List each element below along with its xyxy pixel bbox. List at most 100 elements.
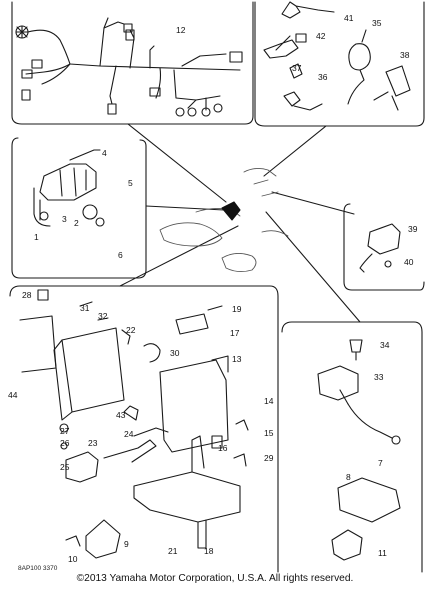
connector: [229, 51, 243, 63]
part-code-label: 8AP100 3370: [18, 565, 58, 572]
leader-line: [265, 211, 361, 323]
sensor-39: [367, 223, 401, 255]
connector: [149, 87, 161, 97]
wire-harness-12: [15, 17, 241, 111]
callout-label: 1: [34, 232, 39, 242]
connector: [21, 69, 33, 79]
part-29: [233, 453, 247, 467]
callout-label: 9: [124, 539, 129, 549]
panel-frame-sensor: [343, 203, 425, 291]
callout-label: 41: [344, 13, 354, 23]
part-22: [121, 329, 131, 345]
part-34: [349, 339, 363, 361]
part-4: [69, 149, 101, 161]
ignition-coil-33: [317, 365, 359, 405]
callout-label: 18: [204, 546, 214, 556]
panel-frame-switches: [254, 1, 425, 127]
switch-41-lower: [263, 35, 299, 59]
part-40: [384, 260, 392, 268]
part-38: [373, 65, 411, 111]
part-36: [283, 91, 323, 111]
part-30: [143, 343, 161, 363]
connector: [175, 107, 185, 117]
callout-label: 39: [408, 224, 418, 234]
callout-label: 26: [60, 438, 70, 448]
callout-label: 7: [378, 458, 383, 468]
leader-line: [119, 225, 239, 287]
leader-line: [263, 125, 327, 177]
callout-label: 4: [102, 148, 107, 158]
connector: [123, 23, 133, 33]
callout-label: 14: [264, 396, 274, 406]
callout-label: 22: [126, 325, 136, 335]
callout-label: 24: [124, 429, 134, 439]
callout-label: 32: [98, 311, 108, 321]
part-13: [211, 355, 229, 373]
callout-label: 19: [232, 304, 242, 314]
relay-5: [39, 163, 97, 201]
connector: [21, 89, 31, 101]
battery-box-44: [53, 327, 125, 421]
callout-label: 38: [400, 50, 410, 60]
part-37: [289, 63, 303, 79]
callout-label: 3: [62, 214, 67, 224]
connector: [107, 103, 117, 115]
fuse-9: [85, 519, 121, 559]
callout-label: 40: [404, 257, 414, 267]
callout-label: 11: [378, 548, 387, 558]
starter-relay-25: [65, 451, 99, 483]
callout-label: 17: [230, 328, 240, 338]
callout-label: 30: [170, 348, 180, 358]
part-42: [295, 33, 307, 43]
part-23: [103, 439, 157, 463]
battery-bracket-21: [133, 471, 241, 523]
central-component: [221, 201, 241, 221]
callout-label: 6: [118, 250, 123, 260]
plug-cap: [391, 435, 401, 445]
callout-label: 44: [8, 390, 18, 400]
part-3: [95, 217, 105, 227]
callout-label: 5: [128, 178, 133, 188]
part-27: [59, 423, 69, 433]
callout-label: 15: [264, 428, 274, 438]
callout-label: 31: [80, 303, 90, 313]
spark-plug-lead-7: [347, 403, 393, 439]
copyright-notice: ©2013 Yamaha Motor Corporation, U.S.A. A…: [76, 573, 354, 584]
callout-label: 28: [22, 290, 32, 300]
panel-frame-wiring-harness: [11, 1, 254, 125]
part-24: [133, 427, 169, 437]
leader-line: [145, 205, 225, 211]
machine-silhouette: [159, 167, 289, 273]
battery-14: [159, 359, 229, 453]
part-18: [197, 519, 207, 549]
connector: [187, 107, 197, 117]
part-17: [175, 313, 209, 335]
callout-label: 36: [318, 72, 328, 82]
connector: [213, 103, 223, 113]
callout-label: 23: [88, 438, 98, 448]
switch-41: [281, 1, 335, 19]
connector: [125, 29, 135, 41]
callout-label: 25: [60, 462, 70, 472]
cdi-unit-8: [337, 477, 401, 523]
panel-frame-relay: [11, 137, 147, 279]
panel-frame-ignition: [281, 321, 423, 573]
callout-label: 12: [176, 25, 186, 35]
part-15: [235, 419, 249, 431]
battery-band: [19, 315, 57, 373]
callout-label: 33: [374, 372, 384, 382]
plug-cap-11: [331, 529, 363, 561]
callout-label: 8: [346, 472, 351, 482]
connector: [31, 59, 43, 69]
part-31-32: [79, 301, 109, 321]
leader-line: [271, 191, 355, 215]
part-2: [82, 204, 98, 220]
callout-label: 35: [372, 18, 382, 28]
part-28: [37, 289, 49, 301]
part-43: [123, 405, 139, 421]
callout-label: 34: [380, 340, 390, 350]
callout-label: 29: [264, 453, 274, 463]
callout-label: 43: [116, 410, 126, 420]
part-16: [211, 435, 223, 449]
